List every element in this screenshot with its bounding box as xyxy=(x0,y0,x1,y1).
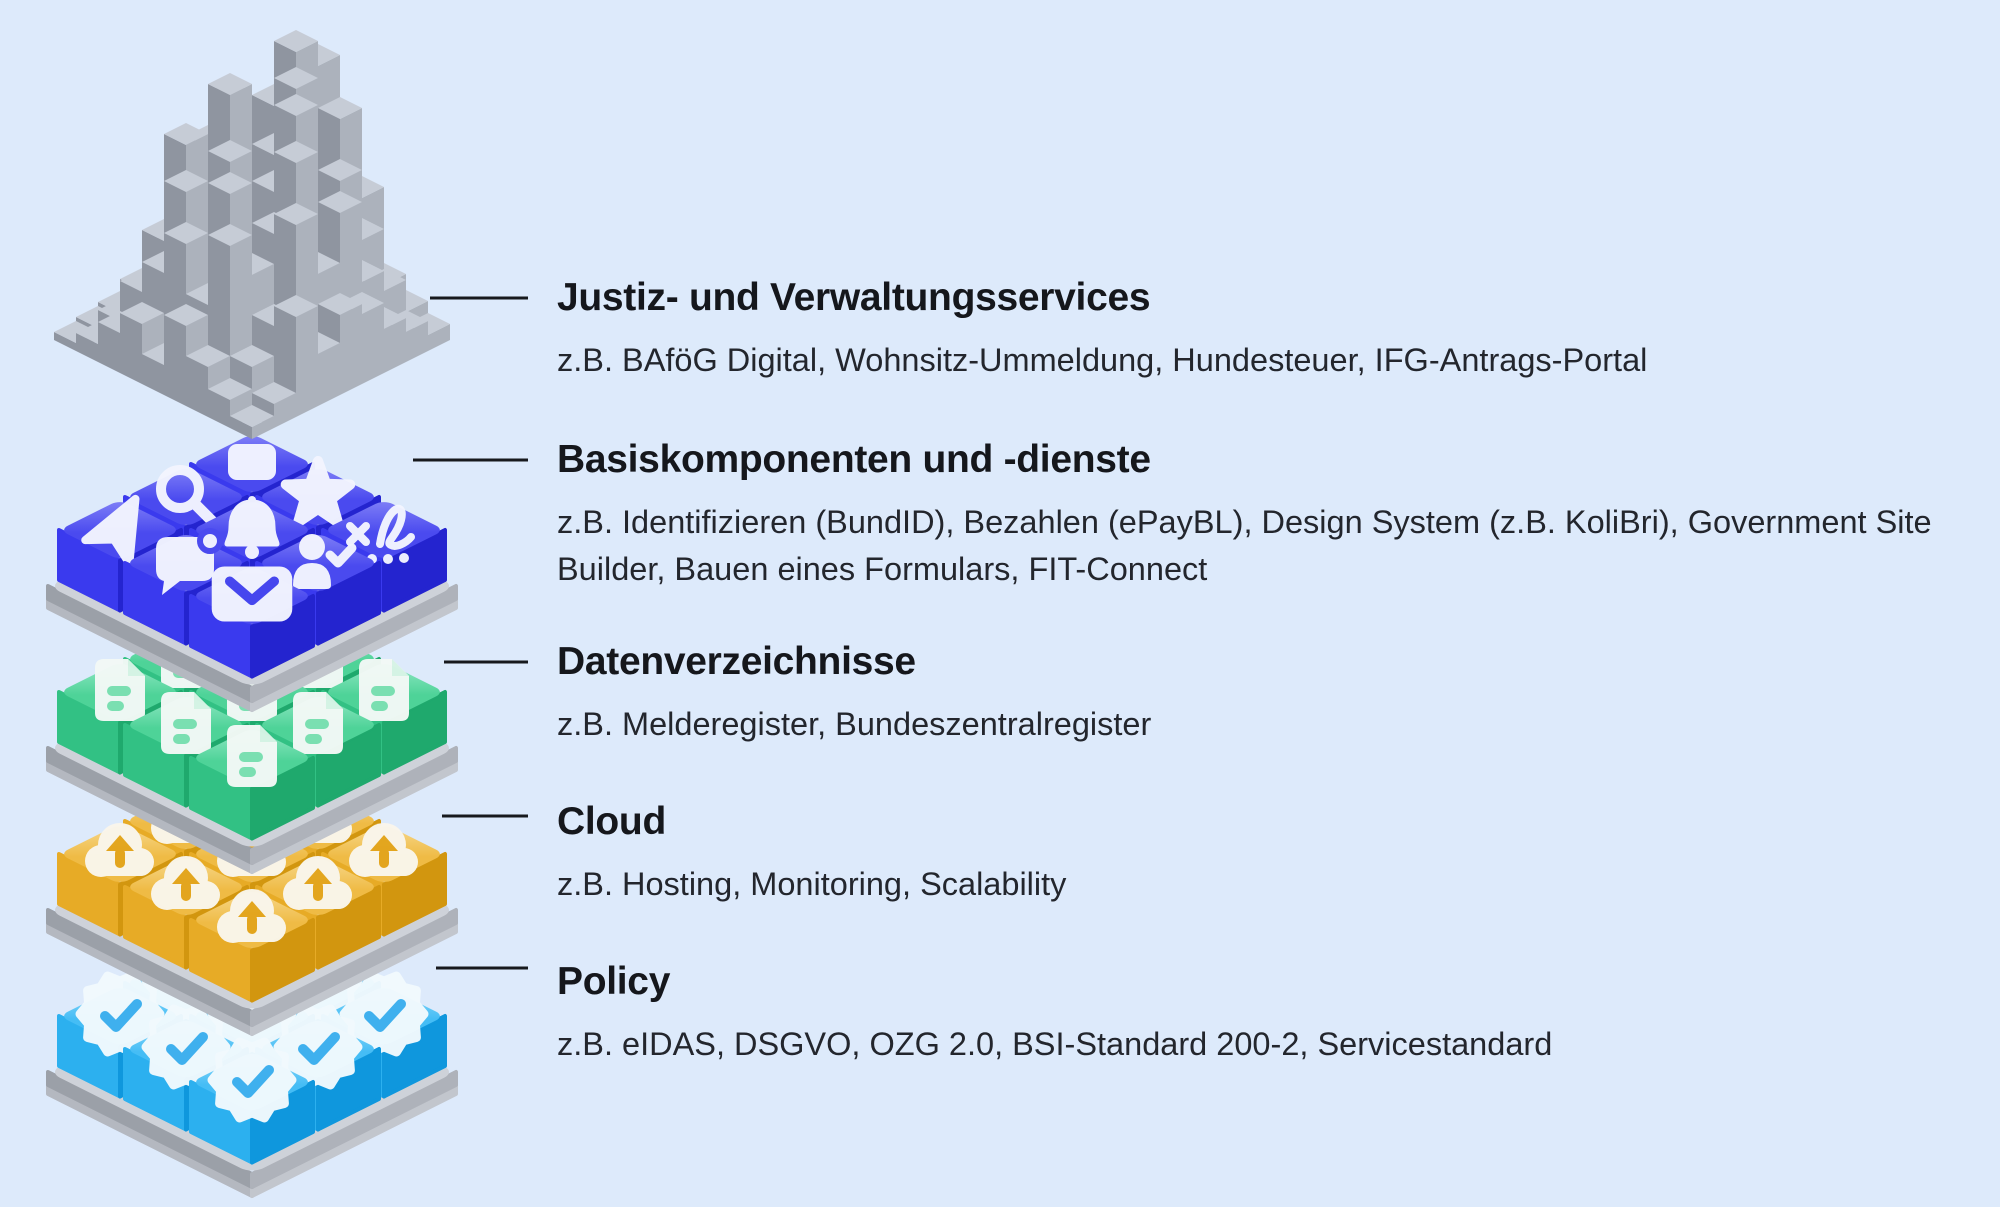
cloud-upload-icon xyxy=(151,856,220,910)
badge-check-icon xyxy=(339,971,429,1057)
cloud-upload-icon xyxy=(85,823,154,877)
chat-icon xyxy=(156,528,223,595)
badge-check-icon xyxy=(141,1004,231,1090)
star-icon xyxy=(280,456,356,528)
cloud-upload-icon xyxy=(349,823,418,877)
badge-check-icon xyxy=(207,1037,297,1123)
cloud-upload-icon xyxy=(283,856,352,910)
basiskomponenten-layer xyxy=(46,436,458,712)
cloud-upload-icon xyxy=(217,889,286,943)
card-icon xyxy=(228,444,276,480)
signature-icon xyxy=(346,504,415,564)
document-icon xyxy=(359,659,409,721)
user-check-icon xyxy=(293,534,357,589)
badge-check-icon xyxy=(273,1004,363,1090)
bell-icon xyxy=(224,496,280,559)
document-icon xyxy=(227,725,277,787)
document-icon xyxy=(161,692,211,754)
search-icon xyxy=(156,465,218,527)
send-icon xyxy=(81,494,140,568)
mail-icon xyxy=(211,566,293,622)
document-icon xyxy=(95,659,145,721)
services-city-blocks xyxy=(54,30,450,439)
document-icon xyxy=(293,692,343,754)
